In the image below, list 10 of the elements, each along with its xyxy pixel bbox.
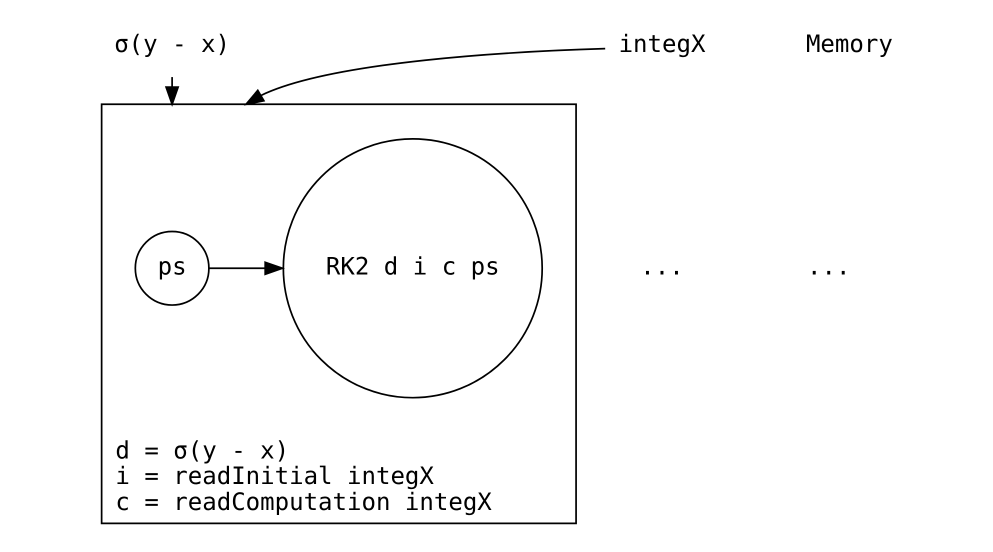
- node-circle: RK2 d i c ps: [282, 138, 543, 399]
- arrow: [164, 77, 179, 107]
- label: ...: [806, 252, 850, 281]
- label: ...: [640, 252, 684, 281]
- node-circle: ps: [134, 230, 210, 306]
- arrow: [208, 261, 284, 276]
- arrow: [243, 48, 605, 106]
- node-text: σ(y - x): [114, 30, 230, 58]
- label: Memory: [805, 30, 892, 58]
- node-text: integX: [618, 30, 705, 58]
